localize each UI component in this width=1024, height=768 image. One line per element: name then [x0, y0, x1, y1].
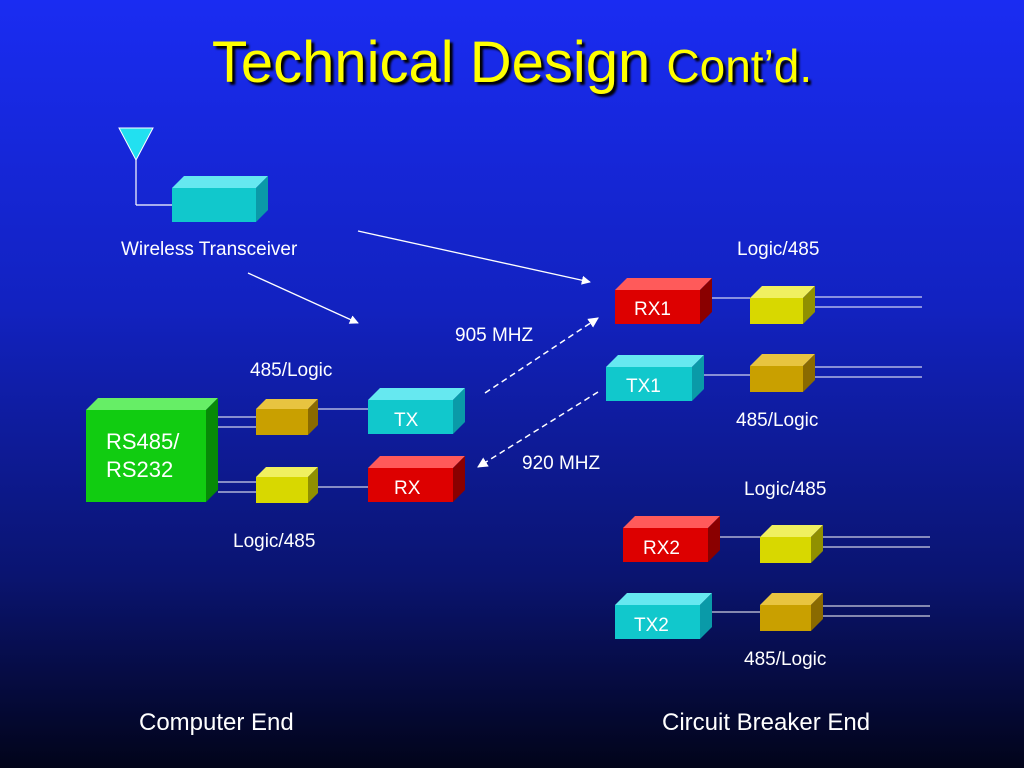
- converter-right-rx2: [760, 525, 823, 563]
- converter-left-bottom: [256, 467, 318, 503]
- converter-right-tx1: [750, 354, 815, 392]
- converter-right-tx2: [760, 593, 823, 631]
- link-905-dashed-arrow: [484, 317, 599, 394]
- wireless-transceiver-box: [172, 176, 268, 222]
- rx-box: [368, 456, 465, 502]
- 485logic-label-tx2: 485/Logic: [744, 649, 827, 670]
- rx1-label: RX1: [634, 299, 671, 320]
- rs485-rs232-box: [86, 398, 218, 502]
- title-main: Technical Design: [211, 30, 651, 95]
- tx2-label: TX2: [634, 615, 669, 636]
- antenna-icon: [118, 127, 172, 206]
- rs-label-line2: RS232: [106, 457, 174, 482]
- rs-label-line1: RS485/: [106, 429, 180, 454]
- link-920-dashed-arrow: [477, 391, 599, 468]
- rx1-box: [615, 278, 712, 324]
- tx2-box: [615, 593, 712, 639]
- converter-right-rx1: [750, 286, 815, 324]
- logic485-label-rx2: Logic/485: [744, 479, 827, 500]
- title-sub: Cont’d.: [666, 40, 813, 92]
- right-wires: [704, 296, 930, 617]
- rx2-label: RX2: [643, 538, 680, 559]
- circuit-breaker-end-label: Circuit Breaker End: [662, 709, 871, 736]
- tx-label: TX: [394, 410, 419, 431]
- rx-label: RX: [394, 478, 421, 499]
- tx-box: [368, 388, 465, 434]
- page-title: Technical Design Cont’d.: [0, 28, 1024, 101]
- converter-left-top: [256, 399, 318, 435]
- arrow-to-tx-side: [247, 272, 359, 324]
- wireless-transceiver-label: Wireless Transceiver: [121, 239, 298, 260]
- tx1-box: [606, 355, 704, 401]
- logic485-label-rx1: Logic/485: [737, 239, 820, 260]
- rx2-box: [623, 516, 720, 562]
- freq-905-label: 905 MHZ: [455, 325, 534, 346]
- logic485-label-rx: Logic/485: [233, 531, 316, 552]
- tx1-label: TX1: [626, 376, 661, 397]
- 485logic-label-tx1: 485/Logic: [736, 410, 819, 431]
- freq-920-label: 920 MHZ: [522, 453, 601, 474]
- computer-end-label: Computer End: [139, 709, 294, 736]
- 485logic-label-tx: 485/Logic: [250, 360, 333, 381]
- arrow-to-rx1-side: [357, 230, 591, 285]
